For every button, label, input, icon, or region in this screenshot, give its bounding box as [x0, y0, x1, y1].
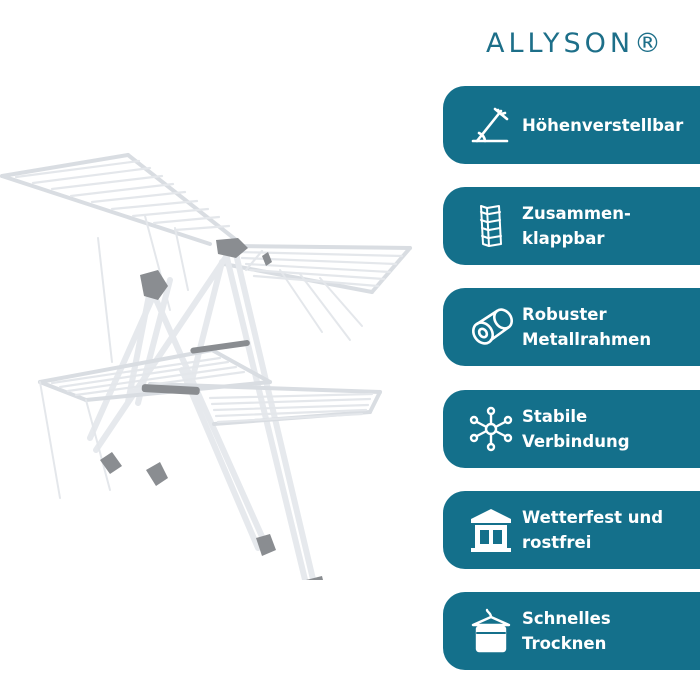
feature-badge: Robuster Metallrahmen: [443, 288, 700, 366]
drying-rack-illustration: [0, 153, 412, 596]
feature-label: Zusammen- klappbar: [522, 204, 631, 248]
towel-hanger-icon: [467, 607, 515, 655]
folding-rack-icon: [467, 202, 515, 250]
weatherproof-building-icon: [467, 506, 515, 554]
feature-label: Stabile Verbindung: [522, 407, 630, 451]
brand-logo: ALLYSON®: [486, 28, 666, 59]
feature-badge: Zusammen- klappbar: [443, 187, 700, 265]
feature-label: Robuster Metallrahmen: [522, 305, 652, 349]
height-adjust-icon: [467, 101, 515, 149]
connection-nodes-icon: [467, 405, 515, 453]
feature-badge: Stabile Verbindung: [443, 390, 700, 468]
feature-label: Wetterfest und rostfrei: [522, 508, 664, 552]
drying-rack-image: [0, 120, 430, 596]
metal-roll-icon: [467, 303, 515, 351]
feature-list: Höhenverstellbar Zusammen: [443, 86, 700, 670]
feature-badge: Höhenverstellbar: [443, 86, 700, 164]
feature-label: Schnelles Trocknen: [522, 609, 611, 653]
feature-label: Höhenverstellbar: [522, 115, 684, 135]
feature-badge: Wetterfest und rostfrei: [443, 491, 700, 569]
feature-badge: Schnelles Trocknen: [443, 592, 700, 670]
